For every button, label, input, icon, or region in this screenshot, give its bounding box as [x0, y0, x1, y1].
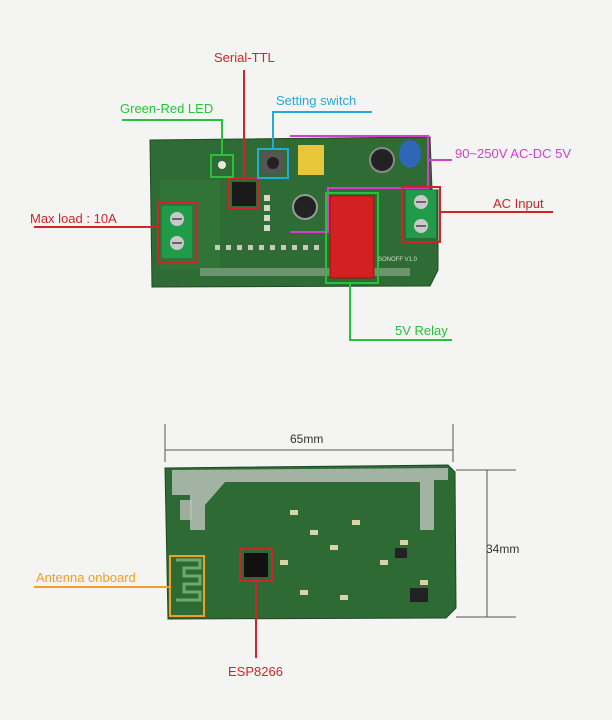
- serial-header-pins: [264, 195, 270, 231]
- callout-ac-dc: [290, 135, 452, 233]
- label-height-dim: 34mm: [486, 542, 520, 556]
- callout-esp8266: [239, 548, 273, 658]
- dimension-width: [164, 424, 454, 462]
- load-terminal: [162, 206, 192, 258]
- label-relay: 5V Relay: [395, 323, 448, 338]
- callout-relay: [325, 192, 452, 341]
- label-esp8266: ESP8266: [228, 664, 283, 679]
- label-max-load: Max load : 10A: [30, 211, 117, 226]
- capacitor-small: [292, 194, 318, 220]
- esp-chip: [244, 553, 268, 577]
- serial-chip: [232, 182, 256, 206]
- capacitor-large: [369, 147, 395, 173]
- callout-antenna: [34, 555, 205, 617]
- inductor: [298, 145, 324, 175]
- led: [218, 161, 226, 169]
- label-ac-input: AC Input: [493, 196, 544, 211]
- input-terminal: [406, 190, 436, 238]
- pcb-print: SONOFF V1.0: [378, 257, 418, 263]
- callout-max-load: [34, 201, 197, 263]
- label-ac-dc: 90~250V AC-DC 5V: [455, 146, 571, 161]
- label-setting-switch: Setting switch: [276, 93, 357, 108]
- dimension-height: [456, 469, 516, 618]
- x-capacitor: [399, 140, 421, 168]
- callout-ac-input: [401, 186, 553, 243]
- label-green-red-led: Green-Red LED: [120, 101, 214, 116]
- callout-setting-switch: [257, 111, 372, 179]
- relay-body: [329, 195, 375, 279]
- callout-green-red-led: [122, 119, 234, 178]
- top-pcb: [149, 136, 439, 288]
- bottom-pcb: [164, 464, 457, 620]
- callout-serial-ttl: [228, 70, 260, 209]
- label-serial-ttl: Serial-TTL: [214, 50, 275, 65]
- label-antenna: Antenna onboard: [36, 570, 136, 585]
- label-width-dim: 65mm: [290, 432, 324, 446]
- pin-row: [215, 245, 319, 250]
